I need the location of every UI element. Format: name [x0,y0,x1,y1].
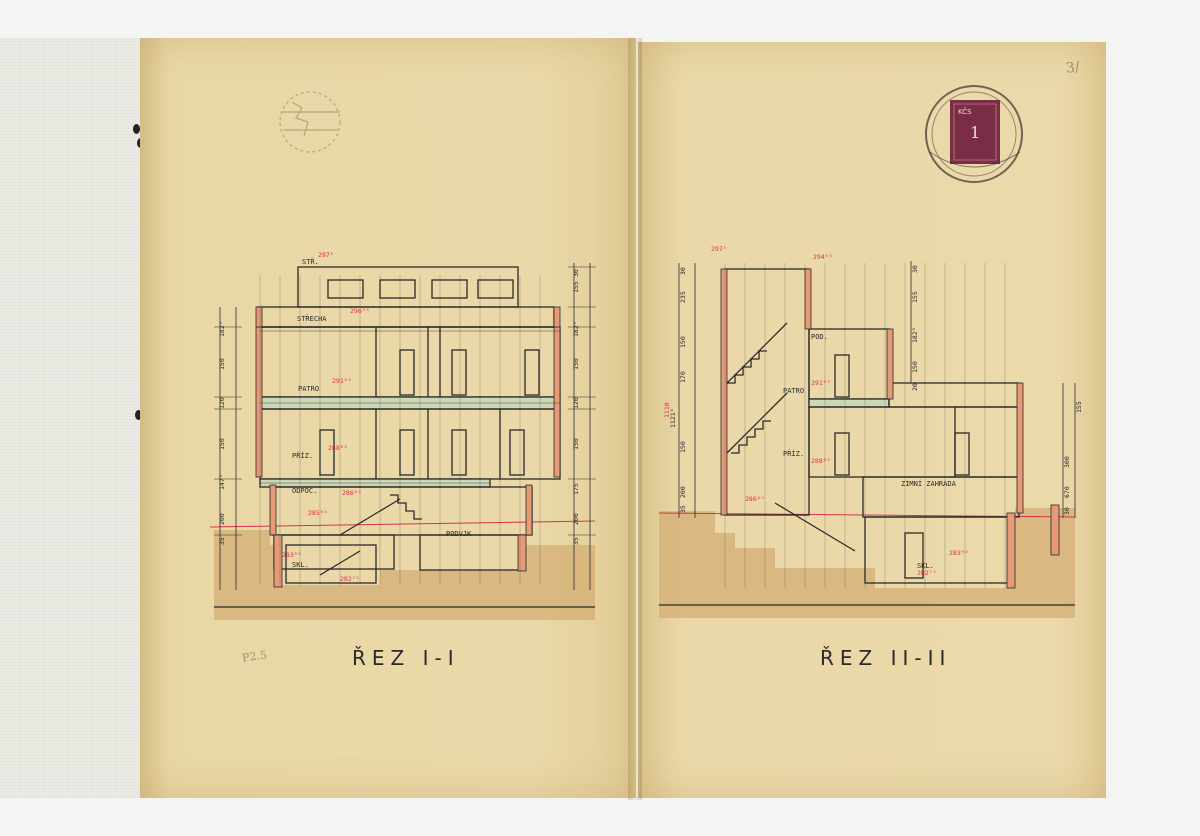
level-label-upper-floor: PATRO [298,385,319,393]
dim-left: 200 [218,513,226,525]
dim-right: 30 [572,269,580,277]
level-label-basement: SKL. [292,561,309,569]
dim-right: 35 [572,537,580,545]
elevation-red: 291⁶⁵ [811,379,831,387]
elevation-red: 285⁴⁵ [308,509,328,517]
elevation-red: 296⁵⁵ [350,307,370,315]
binding-cloth [0,38,160,798]
level-label-utility: PODVJK [446,530,472,538]
dim-right: 20 [911,383,919,391]
dim-right: 200 [572,513,580,525]
elevation-red: 286⁸⁵ [342,489,362,497]
level-label-basement: SKL. [917,562,934,570]
dim-left: 147⁵ [218,474,226,490]
level-label-ground-floor: PŘÍZ. [783,449,804,458]
section-title-ii: ŘEZ II-II [820,646,952,670]
elevation-red: 282⁷⁵ [340,575,360,583]
dim-left: 30 [679,267,687,275]
dim-right: 30 [1063,507,1071,515]
level-label-roof: STŘECHA [297,314,327,323]
elevation-red: 283⁹⁵ [282,551,302,559]
elevation-red: 297⁵ [711,245,727,253]
dim-left: 120 [218,397,226,409]
stamp-text: KČS [958,107,972,116]
binding-hole [133,124,140,134]
elevation-red: 282⁷⁵ [917,569,937,577]
elevation-red: 283⁹⁵ [949,549,969,557]
dim-right: 155 [911,291,919,303]
elevation-red: 286⁸⁵ [745,495,765,503]
faded-stamp-mark [279,91,341,153]
revenue-stamp: 1 KČS [925,85,1023,183]
dim-right: 175 [572,483,580,495]
left-sheet [140,38,636,798]
elevation-red: 291⁶⁵ [332,377,352,385]
level-label-roof-top: STŘ. [302,257,319,266]
dim-right: 182⁵ [572,321,580,337]
dim-left: 150 [218,438,226,450]
elevation-red: 288⁸⁵ [811,457,831,465]
dim-right: 182⁵ [911,327,919,343]
binding-hole [135,410,142,420]
book-gutter [628,38,642,800]
right-sheet [638,42,1106,798]
dim-right: 670 [1063,486,1071,498]
level-label-ground-floor: PŘÍZ. [292,451,313,460]
section-title-i: ŘEZ I-I [352,646,460,670]
dim-left: 235 [679,291,687,303]
dim-right: 155 [572,281,580,293]
dim-left: 200 [679,486,687,498]
dim-right: 150 [911,361,919,373]
dim-right: 150 [572,438,580,450]
elevation-red: 297⁵ [318,251,334,259]
dim-left: 35 [218,537,226,545]
dim-right: 150 [572,358,580,370]
dim-left: 35 [679,505,687,513]
dim-left: 150 [679,441,687,453]
section-drawing-ii: POD. PATRO PŘÍZ. ZIMNÍ ZAHRADA SKL. 30 2… [658,245,1083,618]
dim-right: 155 [1075,401,1083,413]
level-label-garden: ZIMNÍ ZAHRADA [901,479,957,488]
dim-right: 30 [911,265,919,273]
page-number: 3/ [1064,59,1081,77]
dim-left: 182⁵ [218,321,226,337]
dim-left: 1121⁵ [669,408,677,428]
dim-left: 150 [679,336,687,348]
dim-right: 300 [1063,456,1071,468]
dim-left: 150 [218,358,226,370]
level-label-upper-floor: PATRO [783,387,804,395]
elevation-red: 288⁸⁵ [328,444,348,452]
section-drawing-i: STŘ. STŘECHA PATRO PŘÍZ. ODPOČ. SKL. POD… [209,251,596,620]
stamp-value: 1 [970,123,980,142]
elevation-red: 294⁶⁵ [813,253,833,261]
level-label-lobby: ODPOČ. [292,486,317,495]
level-label-landing: POD. [811,333,828,341]
dim-left: 1110 [663,402,671,418]
dim-right: 120 [572,397,580,409]
dim-left: 170 [679,371,687,383]
